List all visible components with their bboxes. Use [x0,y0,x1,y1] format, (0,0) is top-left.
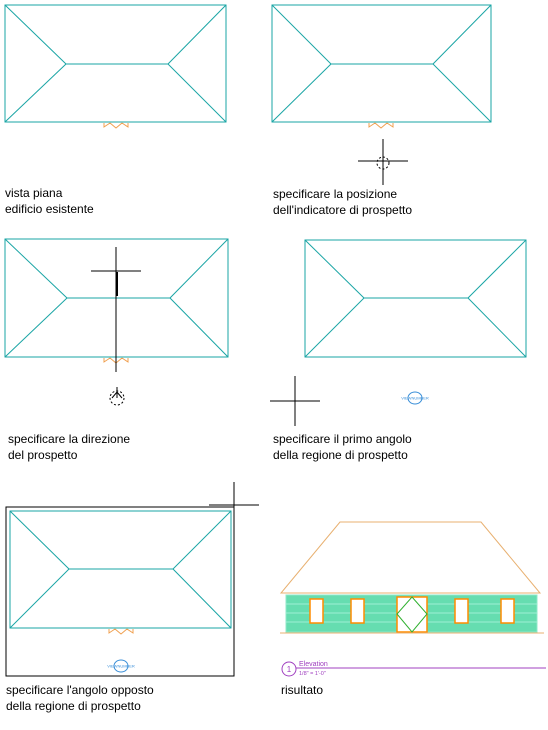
roof-plan [9,510,232,629]
crosshair-cursor-icon [270,376,320,426]
roof-plan [271,4,492,123]
view-title: 1 Elevation 1/8" = 1'-0" [281,661,546,677]
caption-line: vista piana [5,186,63,200]
panel-opposite-corner: VIEWNUMBER [5,482,259,677]
caption-line: specificare la posizione [273,187,398,201]
roof-plan [304,239,527,358]
crosshair-cursor-icon [358,139,408,185]
elevation-roof [279,521,542,594]
panel-first-corner: VIEWNUMBER [270,239,527,426]
panel-direction [4,238,229,406]
elevation-marker-icon [109,387,125,406]
caption-line: specificare il primo angolo [273,432,412,446]
step-caption-opposite-corner: specificare l'angolo opposto della regio… [6,682,154,714]
caption-line: della regione di prospetto [6,699,141,713]
caption-line: della regione di prospetto [273,448,408,462]
elevation-region-box [5,506,235,677]
caption-line: dell'indicatore di prospetto [273,203,413,217]
panel-marker-position [271,4,492,185]
door-symbol [108,628,134,635]
elevation-door [396,596,428,633]
direction-line-icon [91,247,141,372]
caption-line: del prospetto [8,448,78,462]
crosshair-cursor-icon [209,482,259,532]
step-caption-first-corner: specificare il primo angolo della region… [273,431,412,463]
caption-line: specificare la direzione [8,432,131,446]
view-scale-text: 1/8" = 1'-0" [299,671,326,677]
view-number: 1 [287,665,292,674]
caption-line: risultato [281,683,324,697]
caption-line: specificare l'angolo opposto [6,683,154,697]
elevation-marker-icon: VIEWNUMBER [401,391,429,405]
door-symbol [103,122,129,129]
roof-plan [4,4,227,123]
panel-plan-view [4,4,227,129]
step-caption-marker-position: specificare la posizione dell'indicatore… [273,186,412,218]
step-caption-result: risultato [281,682,323,698]
caption-line: edificio esistente [5,202,94,216]
elevation-windows [309,598,515,624]
step-caption-direction: specificare la direzione del prospetto [8,431,130,463]
panel-result-elevation: 1 Elevation 1/8" = 1'-0" [279,521,546,677]
door-symbol [368,122,394,129]
marker-tag: VIEWNUMBER [401,396,429,401]
elevation-marker-icon: VIEWNUMBER [107,659,135,673]
step-caption-plan-view: vista piana edificio esistente [5,185,94,217]
marker-tag: VIEWNUMBER [107,664,135,669]
view-title-text: Elevation [299,661,328,668]
